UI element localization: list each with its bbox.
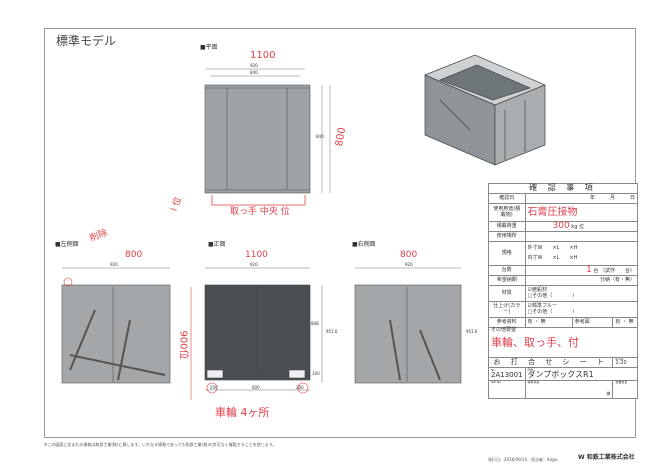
plan-view-label: ■平面 — [200, 44, 218, 51]
delivery-value[interactable]: 分納（有・無） — [524, 275, 639, 286]
dim-left-width: 920 — [110, 262, 118, 267]
plan-view — [204, 68, 331, 206]
dim-wheel-left: 200 — [210, 385, 218, 390]
hw-left-height: 900位 — [177, 330, 189, 360]
front-view-label: ■正面 — [208, 241, 226, 248]
hw-wheels-note: 車輪 4ヶ所 — [215, 406, 270, 419]
product-name: ダンプボックスR1 — [527, 370, 594, 380]
dim-front-height: 951.6 — [326, 329, 338, 334]
load-label: 積載荷重 — [488, 221, 526, 232]
author: 担当者：Kaga — [531, 457, 558, 462]
copyright-note: ※この図面に含まれる情報は和鉄工業(株)に属します。いかなる情報であっても和鉄工… — [44, 442, 277, 447]
scale-label: Scale — [615, 357, 624, 362]
isometric-view — [424, 54, 546, 166]
front-view — [190, 267, 323, 400]
sheet-title: お 打 合 せ シ ー ト — [487, 357, 614, 368]
finish-option-blue[interactable]: ☑標準ブルー — [527, 303, 557, 309]
staff-label: 営業担当 — [612, 380, 638, 400]
company-logo: W 和鉄工業株式会社 — [578, 454, 635, 461]
dim-wheel-right: 200 — [296, 385, 304, 390]
left-view-label: ■左側面 — [55, 241, 79, 248]
ref-doc-value[interactable]: 有 ・ 無 — [524, 317, 573, 328]
other-value[interactable]: 車輪、取っ手、付 — [491, 335, 579, 349]
size-label: 規格 — [488, 241, 526, 266]
hw-left-width: 800 — [125, 250, 143, 260]
dim-wheel-mid: 600 — [252, 385, 260, 390]
delivery-label: 希望納期 — [488, 275, 526, 286]
page-title: 標準モデル — [56, 34, 117, 48]
client-label: 得意先名 — [527, 380, 540, 385]
other-label: その他要望 — [491, 327, 517, 333]
hw-handle-note: 取っ手 中央 位 — [230, 207, 290, 217]
dim-plan-inner: 840 — [250, 70, 258, 75]
finish-option-other[interactable]: □その他（ ） — [527, 308, 578, 315]
material-option-other[interactable]: □その他（ ） — [527, 292, 578, 299]
material-option-zinc[interactable]: ☑亜鉛材 — [527, 287, 547, 293]
sw-label: SW No. — [488, 380, 526, 400]
dim-front-inner-height: 808 — [311, 321, 319, 326]
right-view-label: ■右側面 — [352, 241, 376, 248]
ref-doc-label: 参考資料 — [488, 317, 526, 328]
dim-right-width: 920 — [405, 262, 413, 267]
date-label: 確認日 — [488, 193, 526, 204]
qty-value[interactable]: 1 — [586, 265, 592, 275]
issue-info: 発行日：2016/09/14 担当者：Kaga — [488, 458, 557, 462]
client-suffix: 様 — [606, 391, 611, 397]
ref-fig-value[interactable]: 有 ・ 無 — [612, 317, 638, 328]
material-label: 材質 — [488, 285, 526, 302]
load-unit: kg 位 — [571, 224, 584, 230]
dim-plan-width: 920 — [250, 63, 258, 68]
finish-label: 仕上げ(カラー) — [488, 301, 526, 318]
scale-value: 1:20 — [615, 360, 627, 367]
place-label: 使用場所 — [488, 231, 526, 242]
hw-plan-width: 1100 — [250, 50, 276, 61]
dim-front-base: 100 — [312, 371, 320, 376]
qty-label: 台数 — [488, 265, 526, 276]
dim-front-width: 920 — [250, 262, 258, 267]
drawing-number: 2A13001 — [491, 370, 523, 379]
right-side-view — [354, 267, 462, 384]
table-header: 確 認 事 項 — [488, 183, 638, 194]
outer-size[interactable]: 外寸W ×L ×H — [527, 244, 578, 251]
left-side-view — [61, 267, 171, 384]
dim-plan-depth: 840 — [316, 134, 324, 139]
number-label: No. — [491, 367, 496, 372]
inner-size[interactable]: 内寸W ×L ×H — [527, 255, 578, 261]
dim-right-height: 951.6 — [466, 329, 478, 334]
ref-fig-label: 参考図 — [571, 317, 614, 328]
use-value[interactable]: 石膏圧接物 — [524, 203, 639, 222]
place-value[interactable] — [524, 231, 639, 242]
hw-right-width: 800 — [400, 250, 418, 260]
hw-front-width: 1100 — [245, 250, 268, 260]
load-value[interactable]: 300 — [552, 221, 570, 231]
name-label: 品名 — [527, 367, 534, 371]
qty-unit: 台 （試作 台） — [593, 268, 635, 274]
date-value[interactable]: 年 月 日 — [524, 193, 639, 204]
issue-date: 発行日：2016/09/14 — [488, 457, 528, 462]
use-label: 使用用途(積載物) — [488, 203, 526, 222]
